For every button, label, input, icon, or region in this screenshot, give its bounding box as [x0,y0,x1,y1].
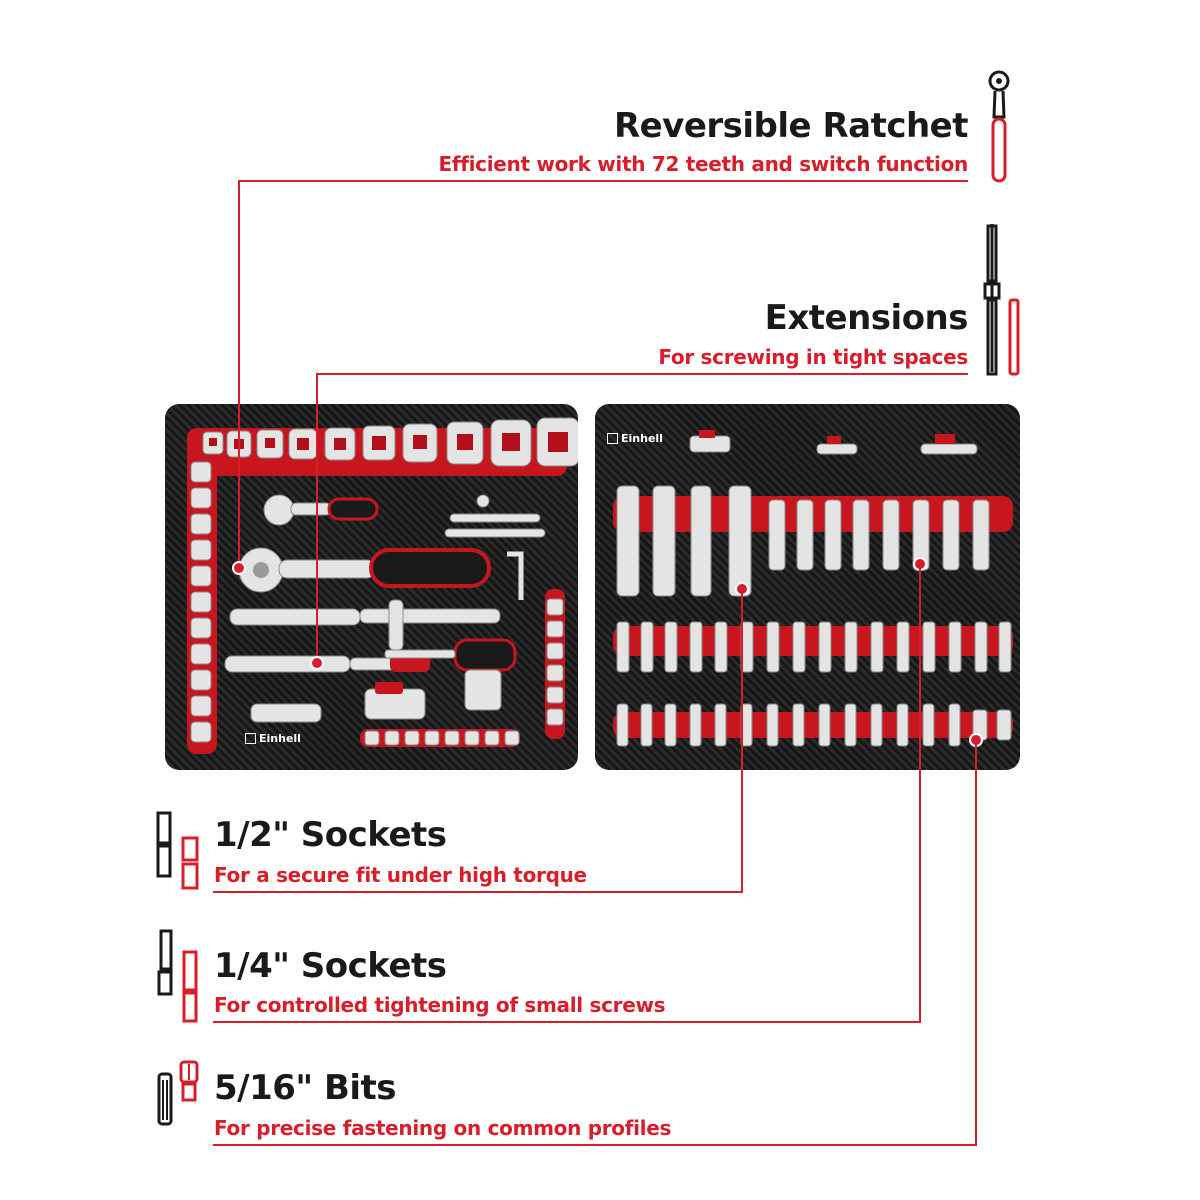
bits-callout-rise [975,740,977,1146]
quarter-inch-sockets-title: 1/4" Sockets [214,946,447,986]
extensions-callout-dot [310,656,324,670]
half-inch-sockets-subtitle: For a secure fit under high torque [214,863,587,887]
extensions-subtitle: For screwing in tight spaces [658,345,968,369]
extension-icon [983,224,1020,376]
ratchet-callout-line [238,180,968,182]
ratchet-icon [988,70,1010,183]
bits-subtitle: For precise fastening on common profiles [214,1116,672,1140]
right-tray-logo: Einhell [607,432,663,445]
left-tray-logo: Einhell [245,732,301,745]
bits-callout-line [213,1144,977,1146]
right-bit-tray: Einhell [595,404,1020,770]
extensions-callout-line [316,373,968,375]
quarter-inch-callout-rise [919,564,921,1023]
quarter-inch-sockets-subtitle: For controlled tightening of small screw… [214,993,666,1017]
left-tool-tray: Einhell [165,404,578,770]
bits-title: 5/16" Bits [214,1068,397,1108]
bit-icon [157,1060,199,1126]
ratchet-callout-drop [238,180,240,568]
quarter-inch-callout-line [213,1021,921,1023]
half-inch-callout-line [213,891,743,893]
half-inch-sockets-title: 1/2" Sockets [214,815,447,855]
quarter-inch-socket-icon [157,929,198,1023]
half-inch-socket-icon [156,811,199,890]
extensions-callout-drop [316,373,318,663]
right-tray-tools [613,430,1013,747]
extensions-title: Extensions [764,298,969,338]
ratchet-title: Reversible Ratchet [613,106,969,146]
half-inch-callout-rise [741,589,743,893]
ratchet-subtitle: Efficient work with 72 teeth and switch … [438,152,968,176]
left-tray-tools [187,417,578,754]
ratchet-callout-dot [232,561,246,575]
